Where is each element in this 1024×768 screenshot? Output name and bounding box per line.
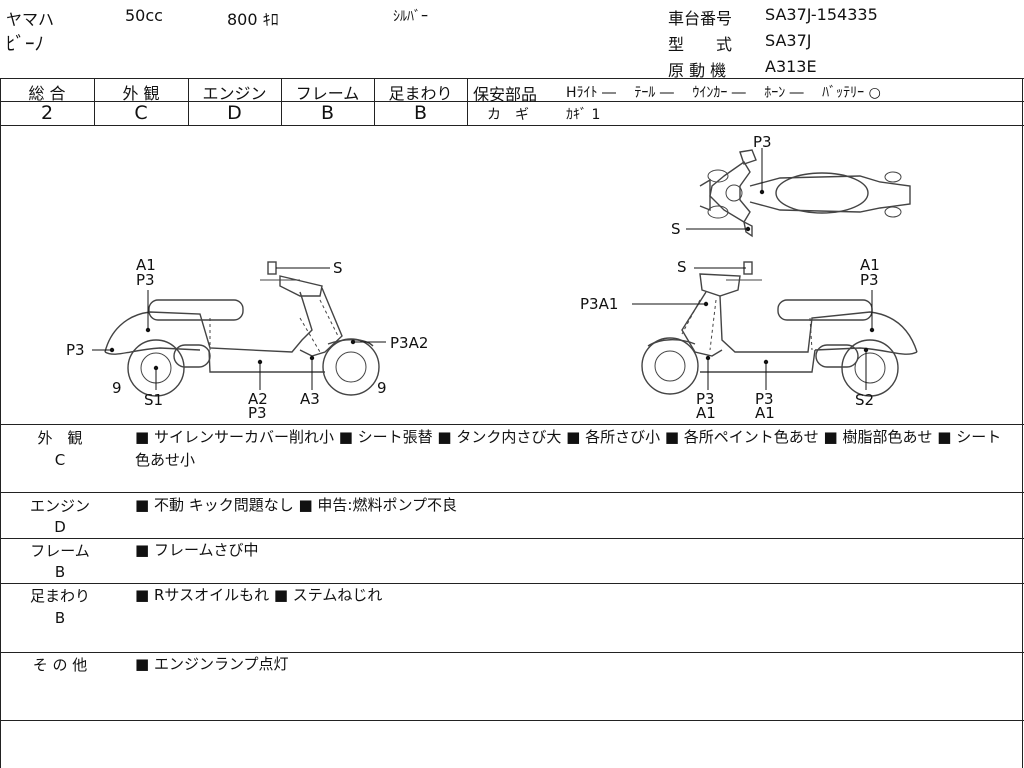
scooter-top-view — [686, 148, 911, 238]
label-s: S — [677, 258, 687, 276]
grade-label: 足まわり — [388, 84, 453, 103]
divider — [94, 78, 95, 126]
section-text: ■ 不動 キック問題なし ■ 申告:燃料ポンプ不良 — [135, 496, 458, 514]
section-text: ■ フレームさび中 — [135, 541, 259, 559]
section-label: 外 観 — [37, 429, 83, 447]
label-p3: P3 — [136, 271, 155, 289]
section-grade: C — [54, 451, 66, 469]
label-s: S — [671, 220, 681, 238]
section-grade: B — [54, 563, 66, 581]
grade-label: フレーム — [295, 84, 360, 103]
divider — [0, 78, 1, 768]
divider — [467, 78, 468, 126]
divider — [188, 78, 189, 126]
divider — [1022, 78, 1023, 768]
section-label: 足まわり — [29, 587, 90, 605]
label-p3: P3 — [696, 390, 715, 408]
frame-no-label: 車台番号 — [668, 9, 733, 28]
key-value: ｶｷﾞ 1 — [566, 107, 601, 123]
maker: ヤマハ — [6, 10, 55, 29]
label-p3: P3 — [755, 390, 774, 408]
label-s1: S1 — [144, 391, 163, 409]
section-label: そ の 他 — [32, 656, 88, 674]
scooter-right-view — [632, 261, 918, 397]
type-label: 型 式 — [668, 35, 733, 54]
grade-value: B — [413, 102, 428, 124]
color: ｼﾙﾊﾞｰ — [393, 9, 428, 25]
label-a2: A2 — [248, 390, 268, 408]
mileage: 800 ｷﾛ — [227, 10, 279, 29]
grade-label: 外 観 — [122, 84, 160, 103]
label-a1: A1 — [860, 256, 880, 274]
label-p3: P3 — [753, 133, 772, 151]
section-grade: B — [54, 609, 66, 627]
label-p3: P3 — [66, 341, 85, 359]
model-name: ﾋﾞｰﾉ — [6, 33, 45, 55]
label-p3a2: P3A2 — [390, 334, 428, 352]
section-grade: D — [54, 518, 66, 536]
label-p3: P3 — [860, 271, 879, 289]
divider — [0, 720, 1024, 721]
scooter-damage-diagram: A1 P3 S P3 P3A2 9 9 S1 A2 P3 A3 — [66, 133, 918, 422]
divider — [281, 78, 282, 126]
grade-value: B — [320, 102, 335, 124]
frame-no: SA37J-154335 — [765, 5, 878, 24]
label-p3: P3 — [248, 404, 267, 422]
section-text: ■ Rサスオイルもれ ■ ステムねじれ — [135, 586, 383, 604]
label-a1: A1 — [755, 404, 775, 422]
divider — [0, 125, 1024, 126]
label-9: 9 — [377, 379, 387, 397]
divider — [0, 652, 1024, 653]
grade-label: エンジン — [202, 84, 267, 103]
label-a3: A3 — [300, 390, 320, 408]
label-9: 9 — [112, 379, 122, 397]
divider — [0, 538, 1024, 539]
type-value: SA37J — [765, 31, 812, 50]
divider — [0, 78, 1024, 79]
divider — [0, 583, 1024, 584]
grade-value: C — [134, 102, 148, 124]
divider — [0, 424, 1024, 425]
grade-value: 2 — [40, 102, 54, 124]
label-p3a1: P3A1 — [580, 295, 618, 313]
section-text: ■ サイレンサーカバー削れ小 ■ シート張替 ■ タンク内さび大 ■ 各所さび小… — [135, 428, 1002, 469]
safety-label: 保安部品 — [473, 85, 538, 104]
engine-value: A313E — [765, 57, 817, 76]
label-a1: A1 — [696, 404, 716, 422]
section-label: エンジン — [29, 497, 90, 515]
divider — [467, 101, 1024, 102]
key-label: カ ギ — [487, 107, 529, 123]
section-text: ■ エンジンランプ点灯 — [135, 655, 289, 673]
label-s2: S2 — [855, 391, 874, 409]
divider — [0, 101, 467, 102]
grade-label: 総 合 — [28, 84, 66, 103]
label-s: S — [333, 259, 343, 277]
divider — [0, 492, 1024, 493]
scooter-left-view — [92, 261, 386, 397]
section-label: フレーム — [30, 542, 90, 560]
grade-value: D — [227, 102, 242, 124]
safety-items: Hﾗｲﾄ ― ﾃｰﾙ ― ｳｲﾝｶｰ ― ﾎｰﾝ ― ﾊﾞｯﾃﾘｰ ○ — [566, 85, 881, 101]
label-a1: A1 — [136, 256, 156, 274]
displacement: 50cc — [125, 6, 163, 25]
engine-label: 原 動 機 — [668, 61, 727, 80]
divider — [374, 78, 375, 126]
